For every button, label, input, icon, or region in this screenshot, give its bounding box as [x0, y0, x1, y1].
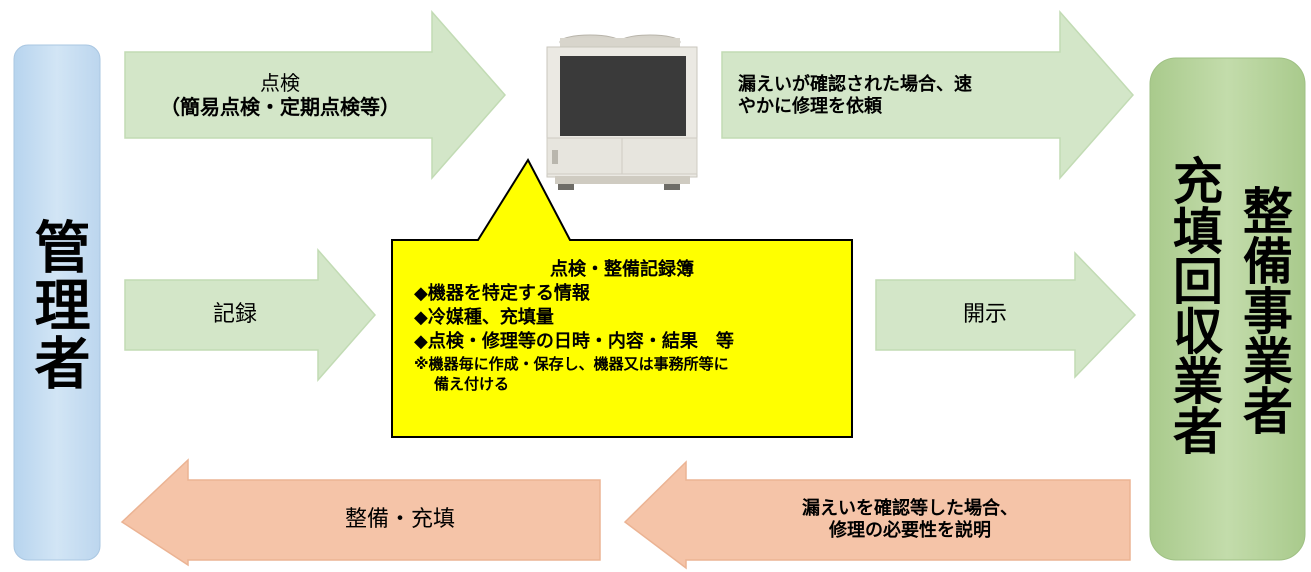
arrow-leak-request-line1: 漏えいが確認された場合、速 — [738, 74, 972, 96]
record-book-item: ◆点検・修理等の日時・内容・結果 等 — [414, 331, 734, 352]
right-actor-label-col1: 整備事業者 — [1235, 185, 1293, 435]
arrow-service-label: 整備・充填 — [344, 506, 455, 532]
record-book-item: ◆機器を特定する情報 — [414, 283, 590, 304]
arrow-service — [120, 458, 601, 567]
arrow-inspection-label: 点検 （簡易点検・定期点検等） — [130, 56, 430, 134]
arrow-explain-line1: 漏えいを確認等した場合、 — [802, 498, 1018, 520]
arrow-disclose-label: 開示 — [962, 301, 1007, 327]
left-actor-box — [13, 44, 101, 561]
arrow-inspection-line1: 点検 — [260, 71, 300, 95]
record-book-title: 点検・整備記録簿 — [550, 259, 694, 280]
arrow-explain-label: 漏えいを確認等した場合、 修理の必要性を説明 — [700, 485, 1120, 555]
arrow-explain-line2: 修理の必要性を説明 — [829, 520, 991, 541]
record-book-content: 点検・整備記録簿 ◆機器を特定する情報 ◆冷媒種、充填量 ◆点検・修理等の日時・… — [392, 258, 852, 394]
record-book-note-line2: 備え付ける — [434, 375, 510, 393]
arrow-leak-request-label: 漏えいが確認された場合、速 やかに修理を依頼 — [738, 58, 1078, 134]
outdoor-unit-illustration — [546, 34, 698, 190]
arrow-inspection — [124, 10, 506, 180]
right-actor-label-col2: 充填回収業者 — [1165, 155, 1223, 455]
arrow-leak-request — [721, 10, 1134, 180]
arrow-explain — [623, 460, 1131, 570]
left-actor-label: 管理者 — [25, 218, 90, 392]
arrow-record-label: 記録 — [212, 301, 257, 327]
arrow-leak-request-line2: やかに修理を依頼 — [738, 96, 882, 117]
record-book-note-line1: ※機器毎に作成・保存し、機器又は事務所等に — [414, 355, 729, 373]
arrow-inspection-line2: （簡易点検・定期点検等） — [160, 95, 400, 119]
right-actor-box — [1149, 57, 1306, 561]
arrow-record — [124, 248, 376, 382]
record-book-bubble — [391, 157, 853, 438]
arrow-disclose — [875, 251, 1137, 379]
record-book-item: ◆冷媒種、充填量 — [414, 307, 554, 328]
